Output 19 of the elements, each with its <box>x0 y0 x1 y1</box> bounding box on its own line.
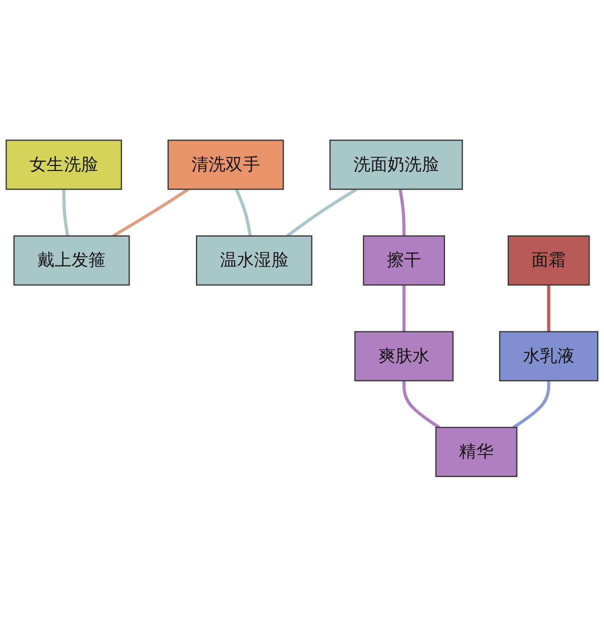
node-box: 洗面奶洗脸 <box>329 140 463 190</box>
node-box: 温水湿脸 <box>196 236 312 286</box>
connector <box>402 380 440 429</box>
connector <box>62 189 70 236</box>
connector <box>512 380 550 429</box>
connector <box>547 285 550 332</box>
connector <box>402 285 406 332</box>
node-box: 精华 <box>435 427 518 478</box>
node-box: 女生洗脸 <box>6 140 122 190</box>
node-box: 面霜 <box>508 236 590 286</box>
node-box: 擦干 <box>362 236 446 286</box>
connector <box>398 189 406 236</box>
node-box: 水乳液 <box>499 331 598 382</box>
connector <box>112 188 190 238</box>
node-box: 戴上发箍 <box>13 236 130 286</box>
node-box: 爽肤水 <box>354 331 454 382</box>
connector <box>286 188 358 238</box>
node-box: 清洗双手 <box>168 140 284 190</box>
connector <box>234 188 252 236</box>
